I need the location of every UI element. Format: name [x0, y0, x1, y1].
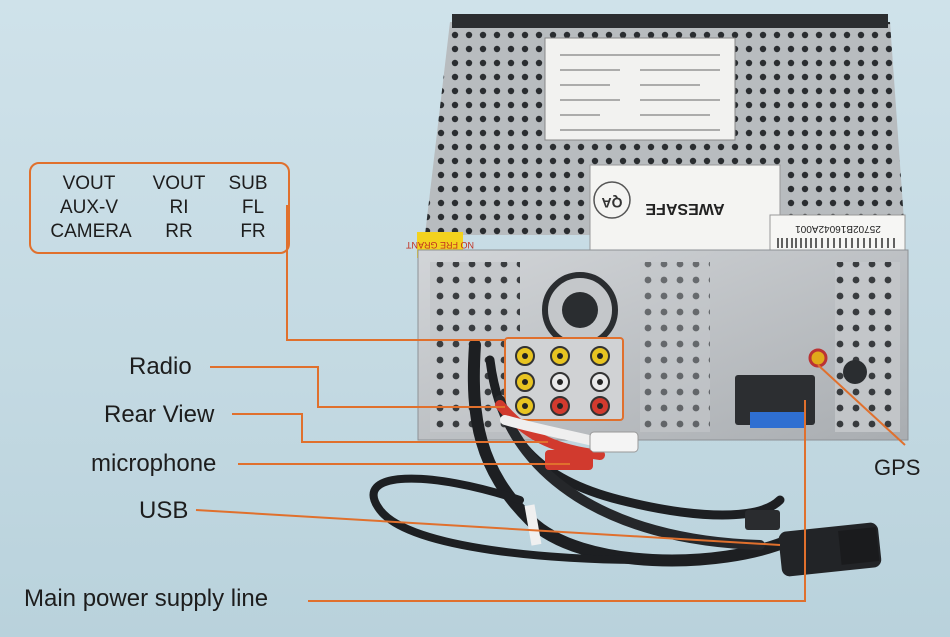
pin-fr: FR — [240, 221, 266, 242]
qa-seal: QA — [602, 195, 623, 211]
callout-rear-view: Rear View — [104, 401, 215, 428]
callout-main-power: Main power supply line — [24, 585, 269, 612]
pin-rr: RR — [165, 221, 193, 242]
radio-leader — [210, 366, 505, 408]
rearview-leader — [232, 413, 548, 443]
callout-gps: GPS — [874, 455, 921, 480]
rca-pin-label-box — [29, 162, 290, 254]
rca-jacks — [515, 346, 610, 416]
brand-text: AWESAFE — [645, 200, 724, 217]
rca-plug-red — [545, 450, 593, 470]
gps-leader — [817, 364, 906, 446]
rca-plug-white — [589, 431, 639, 453]
pin-ri: RI — [169, 197, 189, 218]
callout-radio: Radio — [129, 353, 192, 380]
power-leader — [308, 400, 806, 602]
loop-cable — [369, 474, 644, 564]
top-label — [544, 37, 736, 141]
top-dark-rim — [452, 14, 888, 28]
callout-usb: USB — [139, 497, 189, 524]
mic-plug — [745, 510, 780, 530]
usb-leader — [195, 509, 781, 546]
pin-vout-1: VOUT — [62, 173, 116, 194]
pin-fl: FL — [241, 197, 265, 218]
gps-connector — [808, 348, 828, 368]
cable-tie — [524, 504, 542, 546]
pin-camera: CAMERA — [50, 221, 132, 242]
pin-aux-v: AUX-V — [59, 197, 119, 218]
usb-tip — [838, 527, 880, 565]
callout-microphone: microphone — [91, 450, 217, 477]
sticker-text: NO FRE GRANT — [406, 240, 475, 250]
pin-vout-2: VOUT — [152, 173, 206, 194]
pin-sub: SUB — [228, 173, 268, 194]
side-label — [589, 164, 781, 251]
serial-text: 25702B16042A001 — [795, 223, 881, 234]
